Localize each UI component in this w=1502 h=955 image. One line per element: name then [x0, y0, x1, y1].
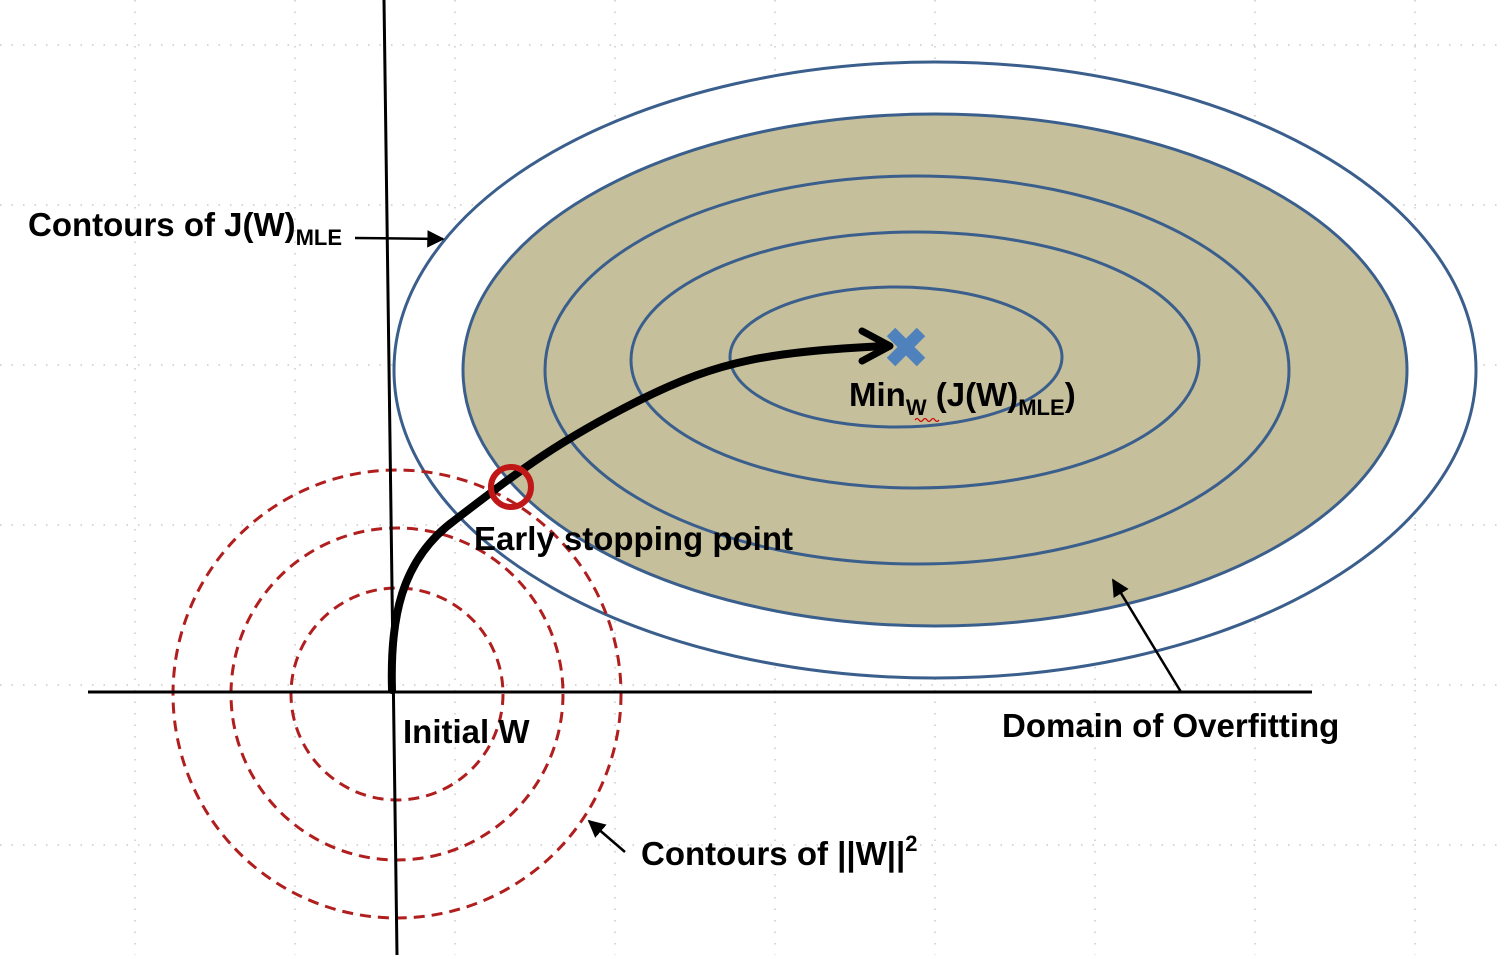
j-contour-inner — [728, 285, 1064, 429]
contours-norm-arrow-icon — [587, 819, 626, 853]
early-stopping-label: Early stopping point — [474, 520, 793, 557]
early-stopping-marker — [488, 464, 534, 510]
norm-contour-middle — [229, 526, 565, 862]
initial-w-label: Initial W — [403, 713, 530, 750]
overfitting-arrow-icon — [1111, 578, 1183, 693]
path-arrowhead-icon — [858, 327, 894, 365]
contours-j-arrow-icon — [354, 230, 445, 248]
optimization-path — [387, 327, 894, 694]
spellcheck-underline — [914, 417, 940, 423]
norm-contour-inner — [289, 586, 505, 802]
overfitting-domain-region — [461, 112, 1409, 628]
minimum-cross-icon — [886, 327, 926, 367]
axes — [88, 0, 1312, 955]
j-contour-3 — [543, 174, 1291, 566]
y-axis — [382, 0, 399, 955]
minimum-label: MinW (J(W)MLE) — [849, 376, 1076, 420]
j-contour-2 — [629, 230, 1201, 490]
domain-overfitting-label: Domain of Overfitting — [1002, 707, 1339, 744]
contours-norm-label: Contours of ||W||2 — [641, 831, 917, 872]
contours-j-label: Contours of J(W)MLE — [28, 206, 342, 250]
j-contours — [392, 60, 1478, 680]
